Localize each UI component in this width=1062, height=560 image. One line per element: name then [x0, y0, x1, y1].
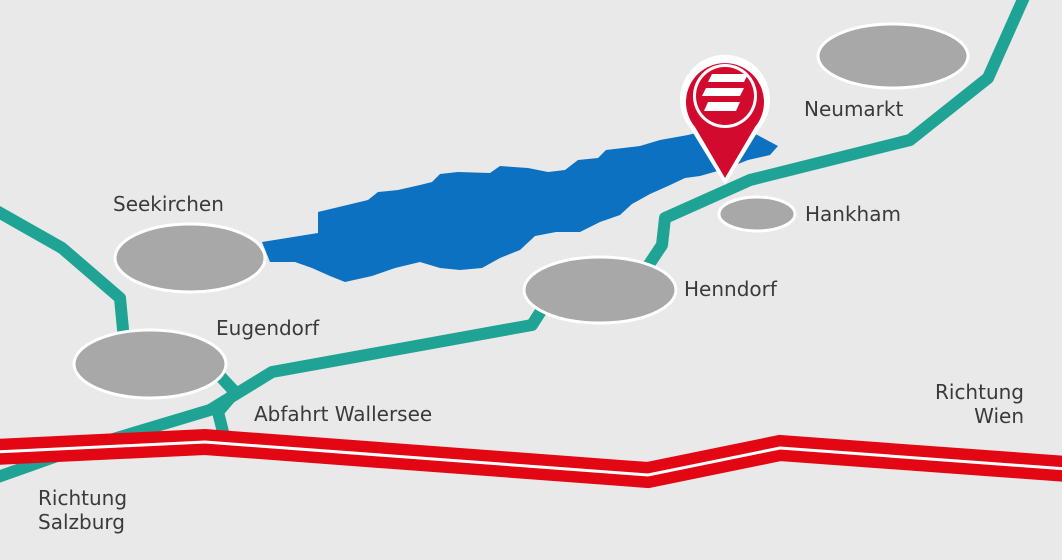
- lake-wallersee: [262, 130, 778, 282]
- town-neumarkt: [816, 22, 970, 90]
- road-seekirchen-eugendorf: [0, 205, 130, 341]
- label-eugendorf: Eugendorf: [216, 316, 320, 340]
- label-henndorf: Henndorf: [684, 277, 777, 301]
- town-henndorf: [522, 255, 678, 325]
- town-hankham: [717, 195, 797, 233]
- label-direction-salzburg: Richtung Salzburg: [38, 486, 128, 534]
- label-neumarkt: Neumarkt: [804, 97, 904, 121]
- town-eugendorf: [72, 328, 228, 400]
- label-direction-wien: Richtung Wien: [934, 380, 1024, 428]
- town-seekirchen: [113, 222, 267, 294]
- label-hankham: Hankham: [805, 202, 901, 226]
- label-exit-wallersee: Abfahrt Wallersee: [254, 402, 433, 426]
- location-pin-icon: [679, 54, 770, 185]
- motorway-a1: [0, 428, 1062, 489]
- label-seekirchen: Seekirchen: [113, 192, 224, 216]
